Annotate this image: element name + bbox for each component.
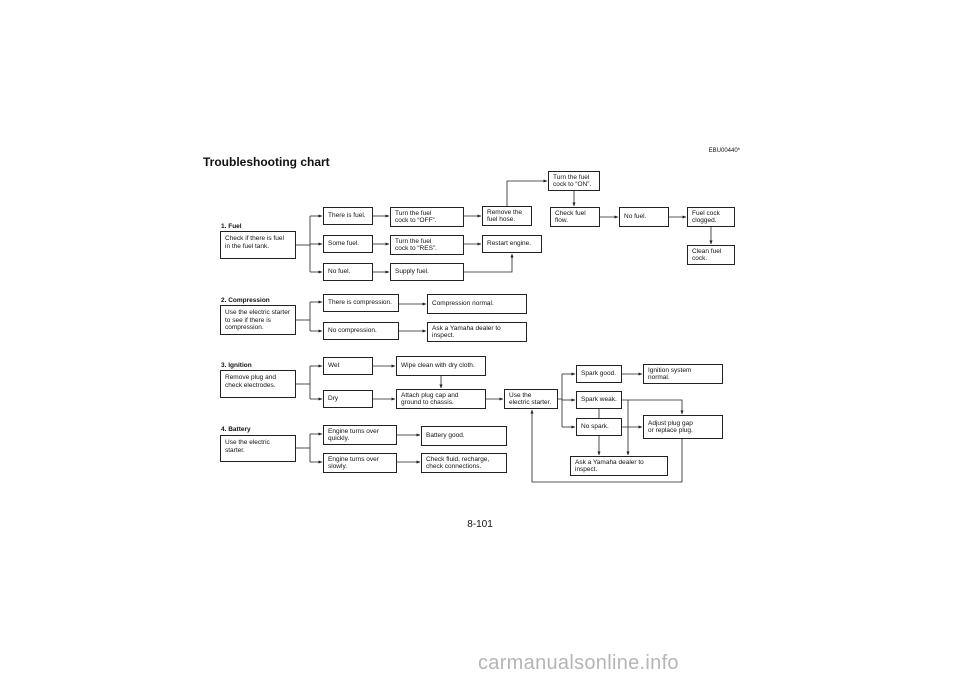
turn-cock-off-box: Turn the fuel cock to “OFF”. — [390, 207, 464, 227]
flow-arrow — [530, 409, 683, 483]
ignition-check-box: Remove plug and check electrodes. — [220, 370, 296, 398]
no-spark-box: No spark. — [576, 418, 622, 436]
spark-good-box: Spark good. — [576, 365, 622, 383]
flow-arrow — [622, 399, 684, 415]
ignition-dealer-box: Ask a Yamaha dealer to inspect. — [570, 456, 668, 476]
engine-turns-slowly-box: Engine turns over slowly. — [323, 453, 397, 473]
attach-plug-cap-box: Attach plug cap and ground to chassis. — [396, 389, 486, 409]
battery-check-box: Use the electric starter. — [220, 435, 296, 462]
there-is-compression-box: There is compression. — [323, 294, 399, 312]
no-compression-box: No compression. — [323, 322, 399, 340]
document-code: EBU00440* — [708, 148, 740, 154]
page-number: 8-101 — [467, 519, 493, 530]
adjust-plug-box: Adjust plug gap or replace plug. — [643, 415, 723, 439]
use-electric-starter-box: Use the electric starter. — [504, 389, 558, 409]
remove-fuel-hose-box: Remove the fuel hose. — [482, 206, 532, 226]
turn-cock-on-box: Turn the fuel cock to “ON”. — [548, 171, 600, 191]
page-title: Troubleshooting chart — [203, 155, 330, 169]
there-is-fuel-box: There is fuel. — [323, 207, 373, 225]
check-connections-box: Check fluid, recharge, check connections… — [421, 453, 507, 473]
supply-fuel-box: Supply fuel. — [390, 263, 464, 281]
engine-turns-quickly-box: Engine turns over quickly. — [323, 425, 397, 445]
spark-weak-box: Spark weak. — [576, 391, 622, 409]
compression-dealer-box: Ask a Yamaha dealer to inspect. — [427, 322, 527, 342]
some-fuel-box: Some fuel. — [323, 235, 373, 253]
ignition-section-label: 3. Ignition — [221, 362, 252, 369]
no-fuel-flow-box: No fuel. — [619, 207, 669, 227]
watermark: carmanualsonline.info — [478, 652, 679, 674]
no-fuel-box: No fuel. — [323, 263, 373, 281]
clean-fuel-cock-box: Clean fuel cock. — [687, 245, 735, 265]
ignition-system-normal-box: Ignition system normal. — [643, 364, 723, 384]
wet-box: Wet — [323, 357, 373, 375]
fuel-section-label: 1. Fuel — [221, 223, 242, 230]
flow-arrow — [506, 179, 548, 206]
compression-check-box: Use the electric starter to see if there… — [220, 305, 296, 335]
battery-section-label: 4. Battery — [221, 426, 251, 433]
fuel-check-box: Check if there is fuel in the fuel tank. — [220, 231, 296, 259]
turn-cock-res-box: Turn the fuel cock to “RES”. — [390, 235, 464, 255]
check-fuel-flow-box: Check fuel flow. — [550, 207, 600, 227]
compression-section-label: 2. Compression — [221, 297, 270, 304]
flow-arrow — [464, 253, 514, 273]
restart-engine-box: Restart engine. — [482, 235, 542, 253]
dry-box: Dry — [323, 390, 373, 408]
compression-normal-box: Compression normal. — [427, 294, 527, 314]
wipe-clean-box: Wipe clean with dry cloth. — [396, 356, 486, 376]
battery-good-box: Battery good. — [421, 426, 507, 446]
fuel-cock-clogged-box: Fuel cock clogged. — [687, 207, 735, 227]
